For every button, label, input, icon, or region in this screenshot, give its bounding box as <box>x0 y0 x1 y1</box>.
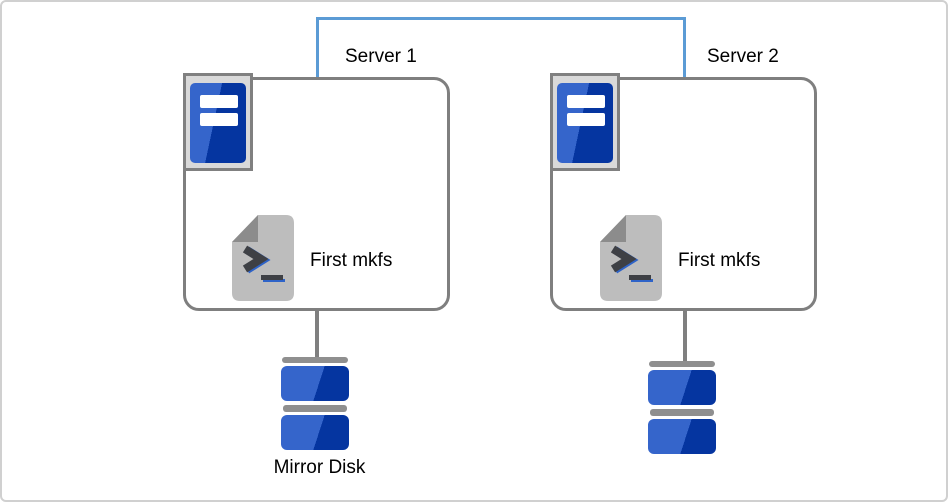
server-slot-bar <box>567 95 605 108</box>
server1-label: Server 1 <box>345 46 417 67</box>
server-interconnect-line <box>316 17 686 77</box>
disk-platter <box>648 370 716 405</box>
underscore-glyph-shadow <box>631 279 653 282</box>
underscore-glyph <box>629 275 651 280</box>
server-slot-bar <box>200 113 238 126</box>
underscore-glyph-shadow <box>263 279 285 282</box>
disk-connector-line <box>683 311 687 363</box>
server-slot-bar <box>567 113 605 126</box>
disk-cap-bar <box>649 361 715 367</box>
shell-script-icon <box>600 215 662 301</box>
prompt-glyph <box>610 245 637 273</box>
server2-label: Server 2 <box>707 46 779 67</box>
disk-divider-bar <box>650 409 714 416</box>
disk-platter <box>281 415 349 450</box>
server2-script-label: First mkfs <box>678 250 761 271</box>
disk-platter <box>281 366 349 401</box>
mirror-disk-label: Mirror Disk <box>273 457 366 478</box>
script-doc-fold <box>232 215 258 242</box>
server-tower-body <box>557 83 613 163</box>
disk-connector-line <box>315 311 319 359</box>
server-tower-icon <box>550 73 620 171</box>
script-doc-fold <box>600 215 626 242</box>
server1-script-label: First mkfs <box>310 250 393 271</box>
disk-platter <box>648 419 716 454</box>
disk-stack-icon <box>648 361 716 454</box>
shell-script-icon <box>232 215 294 301</box>
prompt-glyph <box>242 245 269 273</box>
server-tower-body <box>190 83 246 163</box>
disk-divider-bar <box>283 405 347 412</box>
server-tower-icon <box>183 73 253 171</box>
underscore-glyph <box>261 275 283 280</box>
server-slot-bar <box>200 95 238 108</box>
disk-cap-bar <box>282 357 348 363</box>
disk-stack-icon <box>281 357 349 450</box>
